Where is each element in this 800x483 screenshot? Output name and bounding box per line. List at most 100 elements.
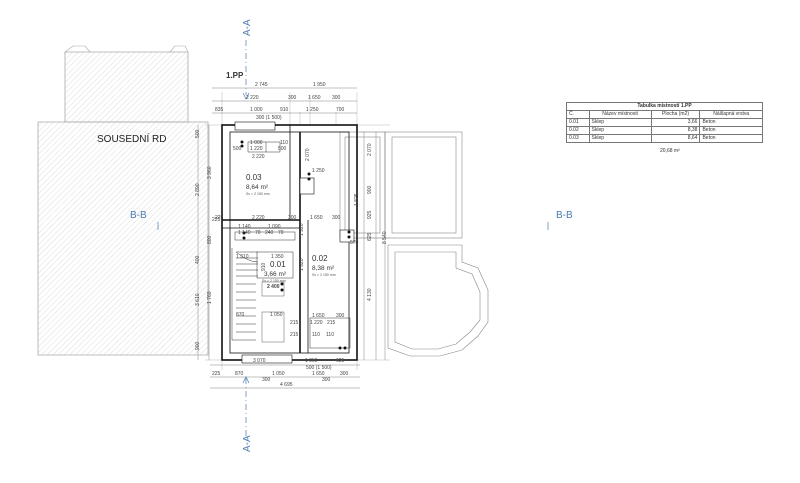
dimension-lines bbox=[197, 87, 386, 389]
dim-text: 3 960 bbox=[207, 166, 213, 179]
table-header: Č. bbox=[566, 110, 590, 119]
dim-text: 300 bbox=[336, 313, 345, 319]
dim-text: 1 000 bbox=[250, 107, 263, 113]
table-cell: Beton bbox=[699, 118, 763, 127]
dim-text: 2 890 bbox=[195, 183, 201, 196]
table-cell: 0.03 bbox=[566, 134, 590, 143]
dim-text: 225 bbox=[212, 371, 221, 377]
section-bb-right: B-B bbox=[556, 210, 573, 221]
table-cell: Sklep bbox=[588, 134, 652, 143]
dim-text: 500 bbox=[195, 129, 201, 138]
dim-text: 1 650 bbox=[312, 371, 325, 377]
dim-text: 1 000 bbox=[250, 140, 263, 146]
dim-text: 225 bbox=[212, 217, 221, 223]
floor-label: 1.PP bbox=[226, 71, 244, 80]
neighbor-house bbox=[37, 45, 209, 356]
table-cell: 0.01 bbox=[566, 118, 590, 127]
room-area: 8,38 m² bbox=[312, 265, 335, 272]
room-0-03: 0.03 8,64 m² Sv = 2 150 mm bbox=[246, 173, 270, 196]
dim-text: 925 bbox=[367, 210, 373, 219]
dim-text: 800 bbox=[207, 235, 213, 244]
dim-text: 1 650 bbox=[312, 313, 325, 319]
dim-text: 1 920 bbox=[299, 258, 305, 271]
dim-text: 215 bbox=[290, 320, 299, 326]
dim-text: 500 bbox=[278, 146, 287, 152]
table-cell: Beton bbox=[699, 134, 763, 143]
dim-text: 300 bbox=[288, 95, 297, 101]
dim-text: 1 825 bbox=[354, 193, 360, 206]
dim-text: 625 bbox=[336, 358, 345, 364]
partition-detail bbox=[234, 141, 351, 349]
dim-text: 300 bbox=[340, 371, 349, 377]
dim-text: 300 bbox=[322, 377, 331, 383]
room-id: 0.03 bbox=[246, 173, 262, 182]
dim-text: 4 695 bbox=[280, 382, 293, 388]
table-header: Nášlapná vrstva bbox=[699, 110, 763, 119]
room-id: 0.01 bbox=[270, 260, 286, 269]
dim-text: 2 220 bbox=[246, 95, 259, 101]
room-height: Sv = 2 150 mm bbox=[312, 273, 336, 277]
dim-text: 900 bbox=[195, 341, 201, 350]
dim-text: 3 070 bbox=[253, 358, 266, 364]
dim-text: 2 070 bbox=[305, 148, 311, 161]
dim-text: 1 220 bbox=[250, 146, 263, 152]
dim-text: 2 400 bbox=[267, 284, 280, 290]
dim-text: 110 bbox=[326, 332, 334, 338]
dim-text: 1 950 bbox=[313, 82, 326, 88]
section-aa-bottom: A-A bbox=[242, 435, 253, 452]
table-title-row: Tabulka místností 1.PP bbox=[566, 102, 763, 111]
room-height: Sv = 2 150 mm bbox=[246, 192, 270, 196]
table-title: Tabulka místností 1.PP bbox=[566, 102, 763, 111]
dim-text: 870 bbox=[236, 312, 245, 318]
dim-text: 240 bbox=[265, 230, 274, 236]
dim-text: 1 050 bbox=[272, 371, 285, 377]
dim-text: 1 220 bbox=[310, 320, 323, 326]
room-0-01: 0.01 3,66 m² Sv = 2 150 mm bbox=[262, 260, 287, 283]
dim-text: 2 070 bbox=[367, 143, 373, 156]
basement-walls bbox=[221, 124, 358, 361]
table-cell: 0.02 bbox=[566, 126, 590, 135]
staircase bbox=[231, 248, 285, 343]
dim-text: 910 bbox=[280, 107, 289, 113]
dim-text: 1 650 bbox=[310, 215, 323, 221]
dim-text: 300 bbox=[332, 95, 341, 101]
dim-text: 625 bbox=[367, 232, 373, 241]
dim-text: 225 bbox=[215, 215, 224, 221]
dim-text: 1 650 bbox=[308, 95, 321, 101]
dim-text: 500 bbox=[233, 146, 242, 152]
room-0-02: 0.02 8,38 m² Sv = 2 150 mm bbox=[312, 254, 336, 277]
dim-text: 1 250 bbox=[312, 168, 325, 174]
dim-text: 1 920 bbox=[299, 223, 305, 236]
table-row: 0.02 Sklep 8,38 Beton bbox=[566, 126, 763, 135]
dim-text: 1 050 bbox=[305, 358, 318, 364]
table-header-row: Č. Název místnosti Plocha (m2) Nášlapná … bbox=[566, 110, 763, 119]
dim-text: 215 bbox=[290, 332, 299, 338]
dim-text: 300 bbox=[332, 215, 341, 221]
dim-text: 570 bbox=[350, 240, 359, 246]
table-header: Název místnosti bbox=[588, 110, 652, 119]
section-aa-top: A-A bbox=[242, 19, 253, 36]
dim-text: 1 140 bbox=[238, 230, 251, 236]
table-cell: Sklep bbox=[588, 118, 652, 127]
dim-text: 400 bbox=[195, 255, 201, 264]
dim-text: 70 bbox=[255, 230, 261, 236]
table-cell: Sklep bbox=[588, 126, 652, 135]
dim-text: 1 310 bbox=[236, 254, 249, 260]
dim-text: 2 745 bbox=[255, 82, 268, 88]
room-area: 3,66 m² bbox=[264, 271, 287, 278]
table-total-area: 20,68 m² bbox=[660, 148, 680, 154]
dim-text: 300 bbox=[288, 215, 297, 221]
dim-text: 215 bbox=[327, 320, 336, 326]
room-height: Sv = 2 150 mm bbox=[262, 279, 286, 283]
table-cell: Beton bbox=[699, 126, 763, 135]
dim-text: 910 bbox=[261, 262, 267, 271]
pillar-symbols bbox=[240, 140, 351, 350]
dim-text: 700 bbox=[336, 107, 345, 113]
room-area: 8,64 m² bbox=[246, 184, 269, 191]
dim-text: 870 bbox=[235, 371, 244, 377]
dim-text: 2 220 bbox=[252, 154, 265, 160]
dim-text: 1 760 bbox=[207, 291, 213, 304]
dim-text: 8 540 bbox=[382, 231, 388, 244]
table-header: Plocha (m2) bbox=[650, 110, 701, 119]
